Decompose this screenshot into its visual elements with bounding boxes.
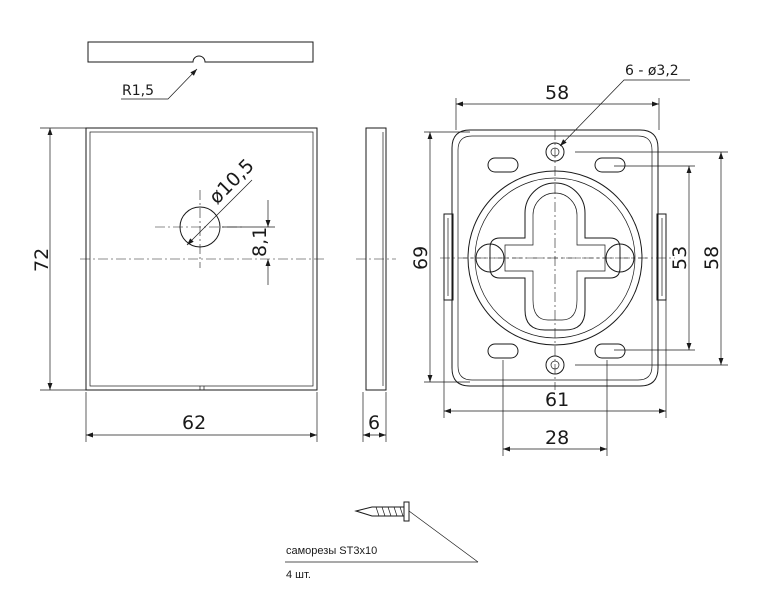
left-height-label: 69 xyxy=(410,246,432,270)
holes-label: 6 - ø3,2 xyxy=(625,63,679,79)
center-hole xyxy=(179,206,221,248)
slot-top-left xyxy=(487,157,519,173)
slot-top-right xyxy=(594,157,626,173)
top-width-label: 58 xyxy=(545,82,569,104)
radius-leader xyxy=(121,68,198,100)
screw-leader xyxy=(408,510,479,563)
thickness-label: 6 xyxy=(368,412,380,434)
hole-spacing-label: 28 xyxy=(545,427,569,449)
top-view: R1,5 xyxy=(87,41,314,100)
holes-leader xyxy=(559,79,690,147)
screw-qty-label: 4 шт. xyxy=(286,569,311,581)
mount-view: 6 - ø3,2 58 69 53 58 61 28 xyxy=(410,63,728,456)
outer-height-label: 58 xyxy=(701,246,723,270)
slot-bottom-left xyxy=(487,343,519,359)
width-label: 62 xyxy=(182,412,206,434)
radius-label: R1,5 xyxy=(122,83,154,99)
screw-illustration: саморезы ST3x10 4 шт. xyxy=(285,501,479,581)
screw-head xyxy=(403,501,410,522)
side-view: 6 xyxy=(356,127,396,442)
mount-base-outline xyxy=(451,129,659,387)
inner-height-label: 53 xyxy=(669,246,691,270)
hole-diameter-leader xyxy=(186,179,253,246)
screw-label: саморезы ST3x10 xyxy=(286,545,377,557)
bottom-width-label: 61 xyxy=(545,389,569,411)
front-view: ø10,5 8,1 72 62 xyxy=(31,127,325,442)
slot-bottom-right xyxy=(594,343,626,359)
offset-label: 8,1 xyxy=(249,227,271,257)
left-clip xyxy=(443,213,454,301)
right-clip xyxy=(656,213,667,301)
height-label: 72 xyxy=(31,248,53,272)
